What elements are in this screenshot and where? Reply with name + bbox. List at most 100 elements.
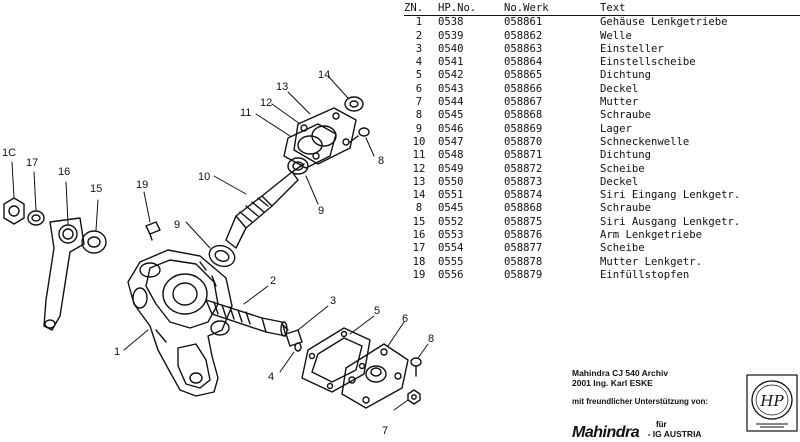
callout: 14 [318,69,330,81]
callout: 12 [260,97,272,109]
credits-block: Mahindra CJ 540 Archiv 2001 Ing. Karl ES… [572,368,742,407]
cell-hp-no: 0552 [438,215,464,228]
cell-zn: 8 [415,202,423,215]
cell-zn: 9 [415,122,423,135]
cover-part-13 [293,107,357,165]
callout: 16 [58,166,70,178]
cell-zn: 15 [412,215,426,228]
callout: 13 [276,81,288,93]
cell-text: Siri Eingang Lenkgetr. [600,189,741,202]
cell-hp-no: 0555 [438,255,464,268]
cell-zn: 8 [415,109,423,122]
archive-title: Mahindra CJ 540 Archiv [572,368,669,378]
table-row: 19 0556 058879 Einfüllstopfen [404,269,800,282]
cell-text: Lager [600,122,632,135]
fuer-label: für [656,420,667,429]
header-hp-no: HP.No. [434,2,492,17]
cell-hp-no: 0551 [438,189,464,202]
cell-hp-no: 0541 [438,56,464,69]
callout: 1 [114,346,120,358]
cell-text: Deckel [600,175,639,188]
callout: 8 [378,155,384,167]
cell-zn: 17 [412,242,426,255]
mahindra-logo: Mahindra [572,424,640,441]
housing-part-1 [127,249,233,397]
brand-row: Mahindra - IG AUSTRIA [572,424,702,442]
cell-text: Deckel [600,82,639,95]
cell-no-werk: 058863 [504,42,543,55]
cell-hp-no: 0545 [438,109,464,122]
callout: 9 [318,205,324,217]
worm-shaft-part-10 [225,163,305,249]
cell-hp-no: 0538 [438,16,464,29]
cell-text: Siri Ausgang Lenkgetr. [600,215,741,228]
adjusting-washer-part-4 [294,342,302,352]
cell-no-werk: 058868 [504,109,543,122]
cell-text: Einfüllstopfen [600,268,690,281]
gasket-part-5 [301,327,371,393]
leader-lines [11,75,429,411]
cell-no-werk: 058875 [504,215,543,228]
table-row: 15 0552 058875 Siri Ausgang Lenkgetr. [404,216,800,229]
cell-no-werk: 058874 [504,189,543,202]
cell-zn: 19 [412,268,426,281]
cell-text: Arm Lenkgetriebe [600,229,703,242]
cell-hp-no: 0550 [438,175,464,188]
cell-hp-no: 0543 [438,82,464,95]
cell-no-werk: 058871 [504,149,543,162]
cell-text: Dichtung [600,149,652,162]
cell-zn: 1 [415,16,423,29]
header-zn: ZN. [404,2,434,17]
cell-no-werk: 058877 [504,242,543,255]
cell-zn: 6 [415,82,423,95]
cell-no-werk: 058868 [504,202,543,215]
cell-hp-no: 0549 [438,162,464,175]
cell-zn: 7 [415,96,423,109]
callout: 2 [270,275,276,287]
cell-zn: 10 [412,135,426,148]
input-seal-part-14 [344,96,364,112]
cell-hp-no: 0556 [438,268,464,281]
cell-no-werk: 058873 [504,175,543,188]
cell-hp-no: 0548 [438,149,464,162]
washer-part-17 [27,210,45,226]
cell-no-werk: 058876 [504,229,543,242]
bearing-part-9-lower [208,244,236,268]
cell-hp-no: 0542 [438,69,464,82]
callout: 19 [136,179,148,191]
cell-no-werk: 058879 [504,268,543,281]
cell-hp-no: 0545 [438,202,464,215]
cell-zn: 18 [412,255,426,268]
cell-text: Mutter Lenkgetr. [600,255,703,268]
cell-no-werk: 058864 [504,56,543,69]
archive-author: 2001 Ing. Karl ESKE [572,378,653,388]
club-name: - IG AUSTRIA [647,429,702,439]
washer-part-12 [297,135,323,155]
cell-text: Welle [600,29,632,42]
screw-part-8-lower [410,357,422,377]
cell-hp-no: 0544 [438,96,464,109]
cell-no-werk: 058872 [504,162,543,175]
cell-no-werk: 058866 [504,82,543,95]
adjuster-part-3 [283,325,303,347]
cell-text: Dichtung [600,69,652,82]
table-row: 6 0543 058866 Deckel [404,83,800,96]
cell-zn: 13 [412,175,426,188]
cell-hp-no: 0540 [438,42,464,55]
